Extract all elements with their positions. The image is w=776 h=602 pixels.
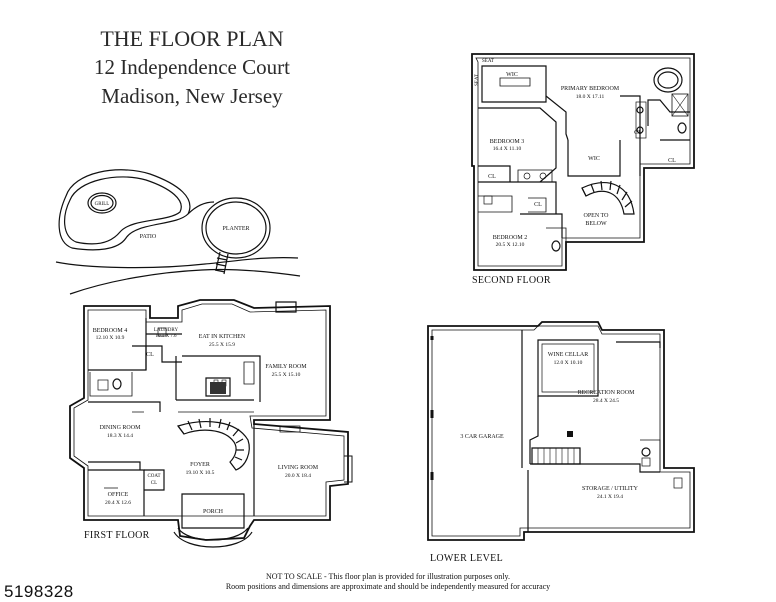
address-street: 12 Independence Court [94, 55, 290, 79]
disclaimer-line2: Room positions and dimensions are approx… [225, 582, 551, 591]
primary-bedroom-dim: 18.0 X 17.11 [576, 94, 605, 100]
living-room-name: LIVING ROOM [278, 465, 319, 471]
planter-label: PLANTER [223, 226, 250, 232]
lower-level-plan [427, 321, 695, 541]
closet-b-label: CL [534, 202, 542, 208]
office-name: OFFICE [108, 492, 129, 498]
address-town: Madison, New Jersey [101, 84, 283, 108]
storage-utility-name: STORAGE / UTILITY [582, 486, 639, 492]
patio-area [55, 169, 301, 295]
office-dim: 20.4 X 12.6 [105, 500, 131, 506]
title-block: THE FLOOR PLAN 12 Independence Court Mad… [72, 24, 312, 111]
wic-mid-label: WIC [588, 156, 600, 162]
open-to-below-line2: BELOW [585, 221, 607, 227]
living-room-dim: 20.0 X 18.4 [285, 473, 311, 479]
recreation-room-dim: 28.4 X 24.5 [593, 398, 619, 404]
disclaimer: NOT TO SCALE - This floor plan is provid… [0, 572, 776, 592]
wine-cellar-dim: 12.0 X 10.10 [554, 360, 583, 366]
bedroom2-dim: 20.5 X 12.10 [496, 242, 525, 248]
eat-in-kitchen-dim: 25.5 X 15.9 [209, 342, 235, 348]
wic-top-label: WIC [506, 72, 518, 78]
foyer-name: FOYER [190, 462, 210, 468]
laundry-closet-label: CL [146, 352, 154, 358]
primary-bedroom-name: PRIMARY BEDROOM [561, 86, 620, 92]
seat-top-label: SEAT [482, 59, 494, 64]
second-floor-plan [471, 53, 695, 271]
family-room-dim: 25.5 X 15.10 [272, 372, 301, 378]
recreation-room-marker [567, 431, 573, 437]
closet-c-label: CL [634, 130, 642, 136]
bedroom3-dim: 16.4 X 11.10 [493, 146, 522, 152]
family-room-name: FAMILY ROOM [265, 364, 307, 370]
laundry-name: LAUNDRY [154, 328, 179, 333]
first-floor-plan [69, 299, 353, 548]
open-to-below-line1: OPEN TO [584, 213, 610, 219]
foyer-dim: 19.10 X 10.5 [186, 470, 215, 476]
grill-label: GRILL [95, 202, 110, 207]
coat-closet-label: COAT [147, 474, 160, 479]
kitchen-island-cooktop [210, 382, 226, 394]
storage-utility-dim: 24.1 X 19.4 [597, 494, 623, 500]
bedroom2-name: BEDROOM 2 [493, 235, 528, 241]
plan-title: THE FLOOR PLAN [100, 26, 284, 51]
second-floor-label: SECOND FLOOR [472, 275, 551, 286]
first-floor-label: FIRST FLOOR [84, 530, 150, 541]
wine-cellar-name: WINE CELLAR [548, 352, 589, 358]
lower-level-label: LOWER LEVEL [430, 553, 503, 564]
bedroom4-dim: 12.10 X 10.9 [96, 335, 125, 341]
coat-cl-label: CL [151, 481, 157, 486]
garage-label: 3 CAR GARAGE [460, 434, 504, 440]
disclaimer-line1: NOT TO SCALE - This floor plan is provid… [266, 572, 510, 581]
bedroom3-name: BEDROOM 3 [490, 139, 525, 145]
laundry-dim: 10.1 X 7.6 [155, 334, 177, 339]
seat-side-label: SEAT [475, 74, 480, 86]
bedroom4-name: BEDROOM 4 [93, 328, 128, 334]
recreation-room-name: RECREATION ROOM [578, 390, 636, 396]
listing-number: 5198328 [4, 582, 74, 601]
closet-d-label: CL [668, 158, 676, 164]
porch-label: PORCH [203, 509, 224, 515]
eat-in-kitchen-name: EAT IN KITCHEN [199, 334, 246, 340]
closet-a-label: CL [488, 174, 496, 180]
dining-room-name: DINING ROOM [100, 425, 141, 431]
patio-label: PATIO [140, 234, 157, 240]
dining-room-dim: 18.3 X 14.4 [107, 433, 133, 439]
